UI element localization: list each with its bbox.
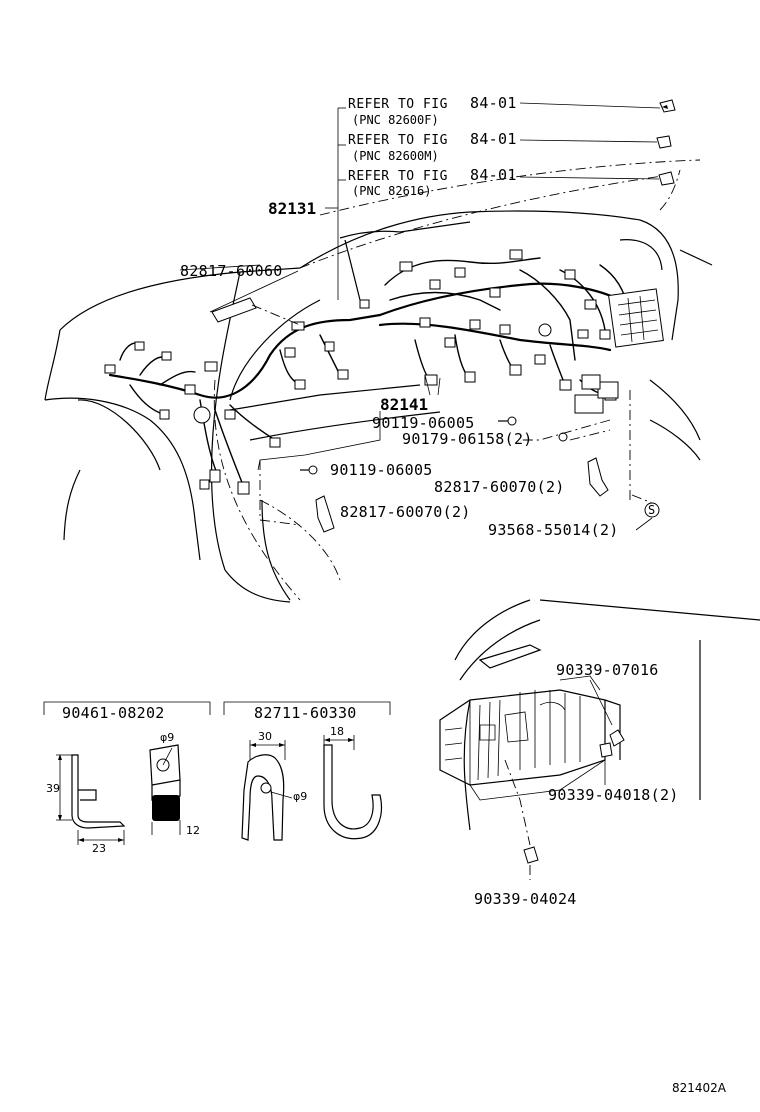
label-90119-06005-b: 90119-06005 [330,461,433,479]
label-90119-06005-a: 90119-06005 [372,414,475,432]
label-82817-60070-b: 82817-60070(2) [340,503,471,521]
label-90339-04024: 90339-04024 [474,890,577,908]
label-90339-07016: 90339-07016 [556,661,659,679]
label-82817-60070-a: 82817-60070(2) [434,478,565,496]
detail-a-width: 23 [92,842,106,855]
label-90179-06158: 90179-06158(2) [402,430,533,448]
detail-b-title: 82711-60330 [254,704,357,722]
detail-b-hole: φ9 [293,790,307,803]
refer-3-text: REFER TO FIG [348,169,448,184]
label-82141: 82141 [380,395,428,414]
detail-a-thickness: 12 [186,824,200,837]
part-icons-upper: S [211,99,676,533]
label-82131: 82131 [268,199,316,218]
leader-lines-lower [504,679,613,880]
refer-3-fig: 84-01 [470,166,517,184]
detail-82711-60330 [223,701,391,841]
refer-2-pnc: (PNC 82600M) [352,149,439,163]
detail-a-height-label: 39 [46,782,60,795]
refer-3-pnc: (PNC 82616) [352,184,431,198]
label-82817-60060: 82817-60060 [180,262,283,280]
label-90339-04018: 90339-04018(2) [548,786,679,804]
detail-labels: 90461-08202 39 39 23 φ9 12 82711-60330 3… [46,704,357,855]
detail-90461-08202 [43,701,211,845]
junction-block [608,288,664,348]
instrument-panel-wire-harness [104,249,664,495]
refer-2-fig: 84-01 [470,130,517,148]
detail-b-depth: 18 [330,725,344,738]
symbol-s: S [648,503,655,517]
label-93568-55014: 93568-55014(2) [488,521,619,539]
harness-connectors [104,249,633,495]
leader-lines-upper [209,102,661,531]
relay-cluster [574,374,619,414]
part-number-labels: 82131 82817-60060 82141 90119-06005 9017… [180,199,679,908]
figure-code: 821402A [672,1081,727,1095]
detail-b-width: 30 [258,730,272,743]
detail-a-title: 90461-08202 [62,704,165,722]
refer-1-fig: 84-01 [470,94,517,112]
refer-1-pnc: (PNC 82600F) [352,113,439,127]
refer-1-text: REFER TO FIG [348,97,448,112]
lower-assembly-outline [439,599,760,864]
refer-labels: REFER TO FIG 84-01 (PNC 82600F) REFER TO… [348,94,517,198]
refer-2-text: REFER TO FIG [348,133,448,148]
detail-a-hole: φ9 [160,731,174,744]
